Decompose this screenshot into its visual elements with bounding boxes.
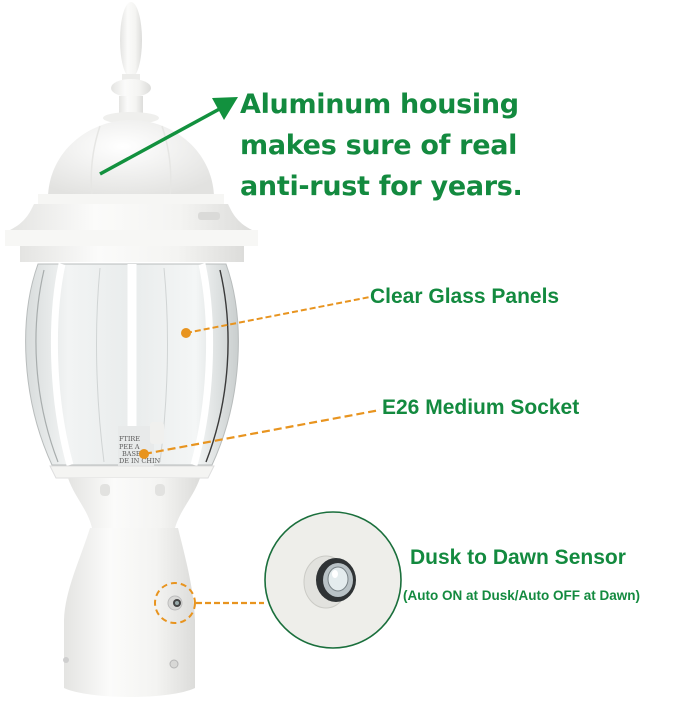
leader-dot-icon bbox=[181, 328, 191, 338]
headline-callout: Aluminum housing makes sure of real anti… bbox=[240, 84, 523, 207]
socket-sticker-line: PEE A bbox=[119, 443, 140, 451]
sensor-magnifier-icon bbox=[264, 511, 402, 649]
leader-dot-icon bbox=[139, 449, 149, 459]
lower-collar bbox=[49, 465, 215, 528]
finial bbox=[103, 2, 159, 124]
glass-cage: FTIRE PEE A BASE DE IN CHIN bbox=[25, 263, 239, 466]
sensor-highlight-ring bbox=[154, 582, 196, 624]
headline-line: Aluminum housing bbox=[240, 89, 519, 120]
callout-e26-socket: E26 Medium Socket bbox=[382, 396, 580, 419]
socket-sticker-line: BASE bbox=[122, 450, 141, 458]
pointer-arrow-icon bbox=[99, 97, 238, 176]
post-base bbox=[63, 528, 196, 697]
callout-sensor-description: (Auto ON at Dusk/Auto OFF at Dawn) bbox=[403, 588, 640, 603]
headline-line: makes sure of real bbox=[240, 130, 518, 161]
dome bbox=[5, 120, 258, 262]
headline-line: anti-rust for years. bbox=[240, 171, 523, 202]
callout-glass-panels: Clear Glass Panels bbox=[370, 285, 560, 308]
callout-dusk-dawn-sensor: Dusk to Dawn Sensor bbox=[410, 546, 626, 569]
leader-lines bbox=[139, 296, 381, 605]
socket-sticker-line: FTIRE bbox=[119, 435, 140, 443]
socket-sticker-line: DE IN CHIN bbox=[119, 457, 161, 465]
